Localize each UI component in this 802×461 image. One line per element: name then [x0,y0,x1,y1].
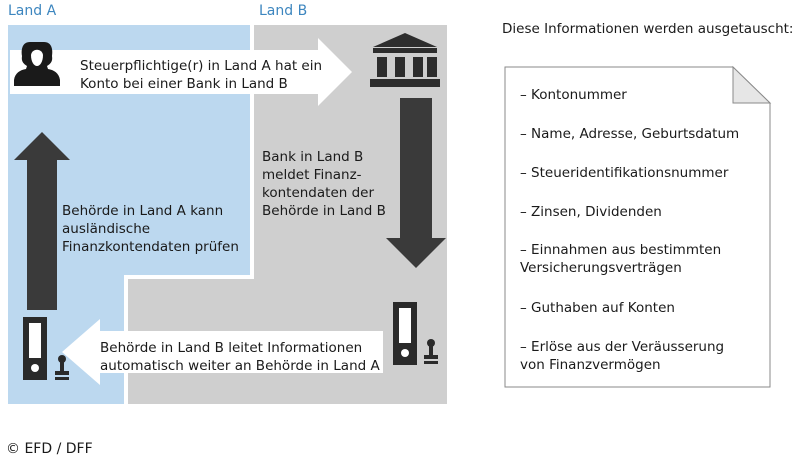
land-b-label: Land B [259,3,308,19]
person-icon [14,42,60,86]
flow-text-top: Steuerpflichtige(r) in Land A hat ein Ko… [80,58,323,92]
document-page [504,65,772,388]
info-item-name-adresse: – Name, Adresse, Geburtsdatum [520,126,740,142]
stamp-icon-left [55,355,69,380]
region-divider [250,25,254,275]
flow-text-left: Behörde in Land A kann ausländische Fina… [62,203,239,255]
arrow-up-left [14,132,70,310]
arrow-left-bottom [62,319,383,385]
info-title: Diese Informationen werden ausgetauscht: [502,21,794,37]
info-item-erloese: – Erlöse aus der Veräusserung von Finanz… [520,339,725,373]
info-item-kontonummer: – Kontonummer [520,87,627,103]
info-item-guthaben: – Guthaben auf Konten [520,300,675,316]
bank-icon [370,33,440,87]
flow-text-bottom: Behörde in Land B leitet Informationen a… [100,340,380,374]
binder-icon-right [393,302,417,365]
info-item-steuer-id: – Steueridentifikationsnummer [520,165,729,181]
binder-icon-left [23,317,47,380]
land-a-label: Land A [8,3,57,19]
arrow-down-right [386,98,446,268]
arrow-right-top [10,38,352,106]
copyright: © EFD / DFF [6,441,93,457]
flow-text-right: Bank in Land B meldet Finanz-kontendaten… [262,149,386,219]
info-item-einnahmen: – Einnahmen aus bestimmten Versicherungs… [520,242,722,276]
region-divider [124,275,254,279]
info-item-zinsen: – Zinsen, Dividenden [520,204,662,220]
stamp-icon-right [424,339,438,364]
